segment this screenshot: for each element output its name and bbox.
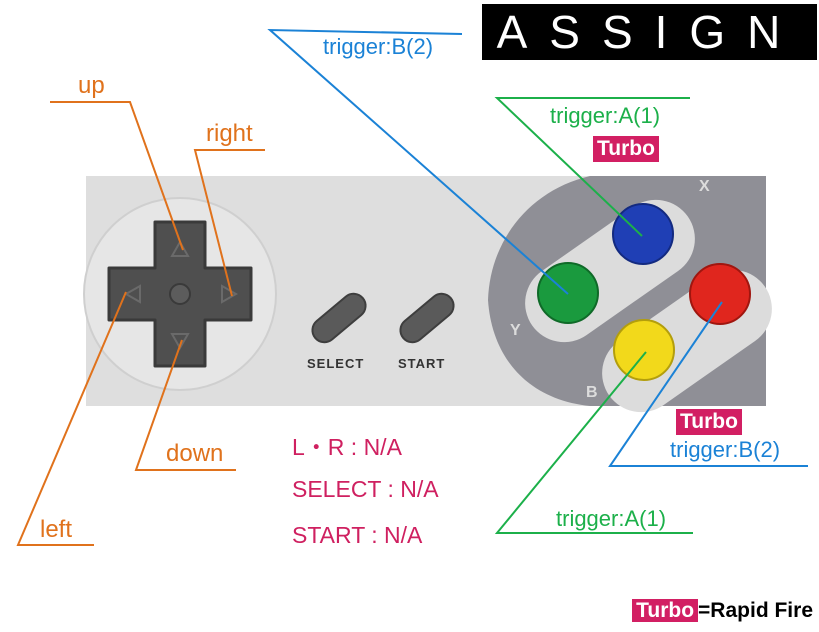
b-letter: B bbox=[586, 384, 598, 401]
label-trigger-a-bottom: trigger:A(1) bbox=[556, 506, 667, 531]
trigger-a-top-leader-line bbox=[494, 97, 690, 237]
trigger-b-right-leader-line bbox=[608, 301, 808, 467]
dpad-right-arrow-icon bbox=[221, 284, 239, 304]
turbo-badge-top: Turbo bbox=[593, 136, 659, 162]
dpad-up-arrow-icon bbox=[170, 239, 190, 257]
x-letter: X bbox=[699, 178, 710, 195]
turbo-badge-mid: Turbo bbox=[676, 409, 742, 435]
label-up: up bbox=[78, 72, 105, 99]
select-label: SELECT bbox=[307, 356, 365, 371]
trigger-b-top-leader-line bbox=[267, 28, 569, 295]
left-leader-line bbox=[16, 291, 127, 546]
label-left: left bbox=[40, 516, 73, 543]
page-title: ASSIGN bbox=[482, 4, 817, 60]
start-label: START bbox=[398, 356, 446, 371]
info-start: START : N/A bbox=[292, 522, 423, 548]
dpad-left-arrow-icon bbox=[123, 284, 141, 304]
dpad-center bbox=[169, 283, 191, 305]
b-button bbox=[613, 319, 675, 381]
label-down: down bbox=[166, 440, 224, 467]
legend-text: =Rapid Fire bbox=[698, 599, 813, 622]
legend-turbo-badge: Turbo bbox=[632, 599, 699, 622]
trigger-a-bottom-leader-line bbox=[494, 351, 693, 534]
label-trigger-b-top: trigger:B(2) bbox=[323, 34, 434, 59]
info-select: SELECT : N/A bbox=[292, 476, 439, 502]
label-right: right bbox=[206, 120, 253, 147]
label-trigger-b-right: trigger:B(2) bbox=[670, 437, 781, 462]
info-lr: L・R : N/A bbox=[292, 434, 402, 460]
x-button bbox=[612, 203, 674, 265]
start-button bbox=[399, 292, 455, 344]
dpad-down-arrow-icon bbox=[170, 333, 190, 351]
label-trigger-a-top: trigger:A(1) bbox=[550, 103, 661, 128]
up-leader-line bbox=[50, 101, 184, 251]
select-button bbox=[311, 292, 367, 344]
a-button bbox=[689, 263, 751, 325]
y-letter: Y bbox=[510, 322, 521, 339]
right-leader-line bbox=[193, 149, 265, 297]
turbo-legend: Turbo=Rapid Fire bbox=[632, 598, 813, 624]
down-leader-line bbox=[134, 339, 236, 471]
